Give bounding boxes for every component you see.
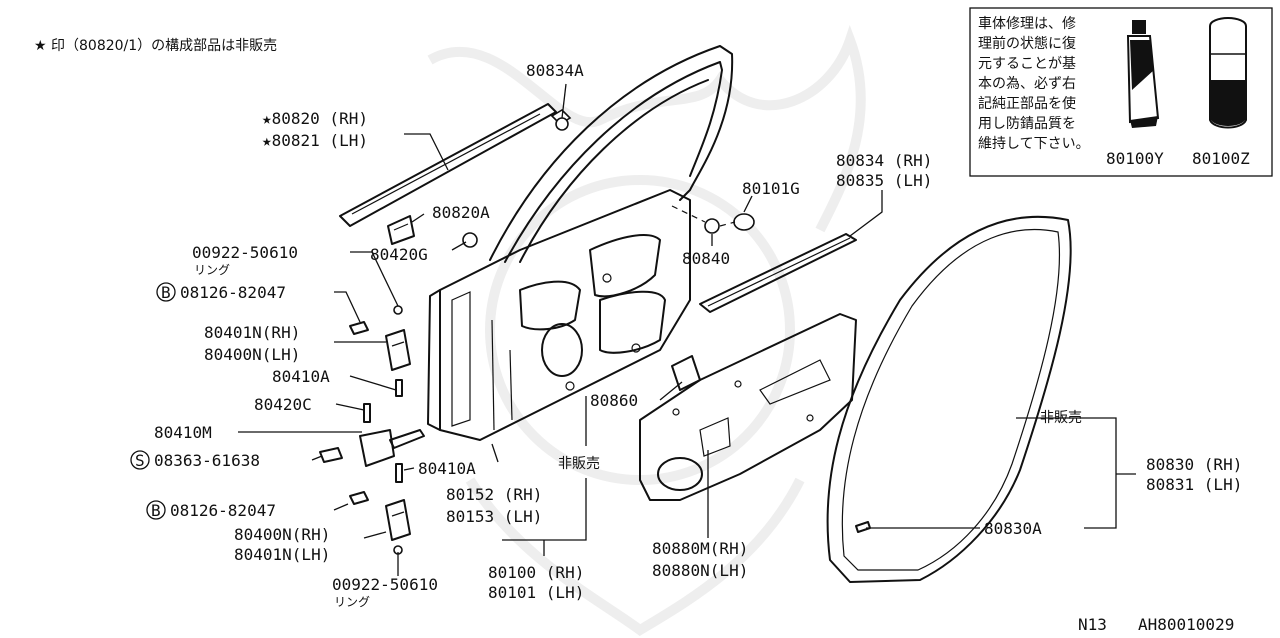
- bolt-b-circle-lower: [146, 500, 166, 520]
- label-80835-lh[interactable]: 80835 (LH): [836, 171, 932, 190]
- label-b-lower: B: [151, 501, 161, 520]
- label-80100-rh[interactable]: 80100 (RH): [488, 563, 584, 582]
- label-80410A-lower[interactable]: 80410A: [418, 459, 476, 478]
- footer-code-left: N13: [1078, 615, 1107, 634]
- bolt-b-circle-upper: [156, 282, 176, 302]
- leader-lines: [238, 83, 1136, 576]
- door-shell-80152[interactable]: [427, 45, 734, 441]
- label-ring-upper: リング: [194, 263, 230, 277]
- info-line-7: 維持して下さい。: [978, 136, 1090, 152]
- top-note: ★ 印（80820/1）の構成部品は非販売: [34, 38, 277, 54]
- label-80840[interactable]: 80840: [682, 249, 730, 268]
- label-not-sold-weatherstrip: 非販売: [1040, 410, 1082, 426]
- label-80420C[interactable]: 80420C: [254, 395, 312, 414]
- screw-s-circle: [130, 450, 150, 470]
- footer-code-right: AH80010029: [1138, 615, 1234, 634]
- label-80100Y: 80100Y: [1106, 149, 1164, 168]
- info-line-3: 元することが基: [978, 55, 1076, 72]
- label-08126-upper[interactable]: 08126-82047: [180, 283, 286, 302]
- info-line-2: 理前の状態に復: [978, 35, 1076, 52]
- clip-80834A[interactable]: [555, 117, 569, 131]
- check-link-80410M[interactable]: [319, 403, 425, 467]
- label-80834-rh[interactable]: 80834 (RH): [836, 151, 932, 170]
- label-80100Z: 80100Z: [1192, 149, 1250, 168]
- label-80830-rh[interactable]: 80830 (RH): [1146, 455, 1242, 474]
- lower-hinge-80400N[interactable]: [349, 463, 411, 555]
- label-ring-lower: リング: [334, 595, 370, 609]
- label-80410A-upper[interactable]: 80410A: [272, 367, 330, 386]
- clip-80820A[interactable]: [387, 215, 415, 245]
- label-80152-rh[interactable]: 80152 (RH): [446, 485, 542, 504]
- info-line-1: 車体修理は、修: [978, 15, 1076, 32]
- label-00922-lower[interactable]: 00922-50610: [332, 575, 438, 594]
- plug-80101G[interactable]: [671, 205, 755, 234]
- label-80401N-lh[interactable]: 80401N(LH): [234, 545, 330, 564]
- label-80880M-rh[interactable]: 80880M(RH): [652, 539, 748, 558]
- inner-belt-weatherstrip-80834[interactable]: [699, 233, 857, 313]
- label-80821-lh[interactable]: ★80821 (LH): [262, 131, 368, 150]
- label-80401N-rh[interactable]: 80401N(RH): [204, 323, 300, 342]
- spray-can-icon: [1209, 17, 1247, 129]
- label-80101-lh[interactable]: 80101 (LH): [488, 583, 584, 602]
- label-80410M[interactable]: 80410M: [154, 423, 212, 442]
- label-00922-upper[interactable]: 00922-50610: [192, 243, 298, 262]
- grommet-80420G[interactable]: [462, 232, 478, 248]
- info-box: 車体修理は、修 理前の状態に復 元することが基 本の為、必ず右 記純正部品を使 …: [969, 7, 1273, 177]
- door-trim-board-80880[interactable]: [639, 313, 857, 501]
- upper-hinge-80401N[interactable]: [349, 305, 411, 397]
- label-80400N-lh[interactable]: 80400N(LH): [204, 345, 300, 364]
- label-80420G[interactable]: 80420G: [370, 245, 428, 264]
- label-80153-lh[interactable]: 80153 (LH): [446, 507, 542, 526]
- info-line-4: 本の為、必ず右: [978, 76, 1076, 92]
- label-80860[interactable]: 80860: [590, 391, 638, 410]
- label-b-upper: B: [161, 283, 171, 302]
- label-80820-rh[interactable]: ★80820 (RH): [262, 109, 368, 128]
- label-80831-lh[interactable]: 80831 (LH): [1146, 475, 1242, 494]
- label-not-sold-door: 非販売: [558, 456, 600, 472]
- sealant-tube-icon: [1126, 20, 1160, 128]
- label-80400N-rh[interactable]: 80400N(RH): [234, 525, 330, 544]
- label-80820A[interactable]: 80820A: [432, 203, 490, 222]
- info-line-5: 記純正部品を使: [978, 95, 1076, 112]
- info-line-6: 用し防錆品質を: [978, 115, 1076, 132]
- label-08363[interactable]: 08363-61638: [154, 451, 260, 470]
- label-s: S: [135, 451, 145, 470]
- label-80830A[interactable]: 80830A: [984, 519, 1042, 538]
- label-80834A[interactable]: 80834A: [526, 61, 584, 80]
- label-80101G[interactable]: 80101G: [742, 179, 800, 198]
- label-80880N-lh[interactable]: 80880N(LH): [652, 561, 748, 580]
- label-08126-lower[interactable]: 08126-82047: [170, 501, 276, 520]
